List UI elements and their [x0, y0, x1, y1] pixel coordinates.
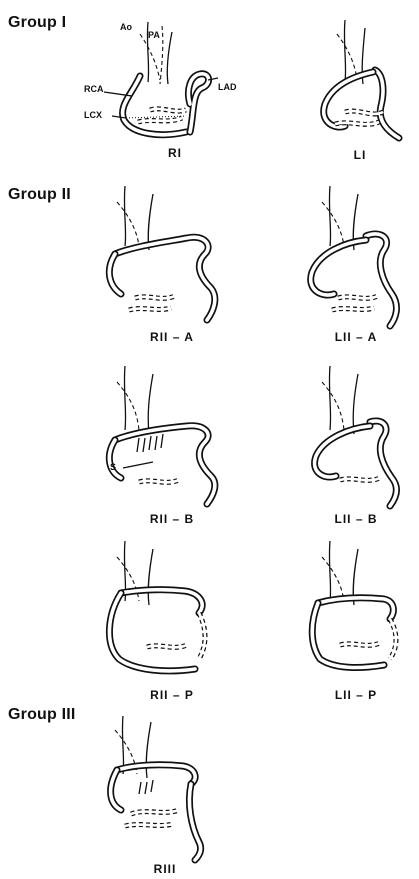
diagram-liia	[300, 180, 415, 330]
diagram-riii	[95, 712, 235, 862]
diagram-liib	[300, 360, 415, 510]
caption-ri: RI	[115, 146, 235, 160]
label-lad: LAD	[218, 82, 237, 92]
diagram-ri	[90, 14, 240, 144]
diagram-liip-drawing	[300, 535, 415, 685]
group-iii-label: Group III	[8, 706, 76, 724]
label-pa: PA	[148, 30, 160, 40]
diagram-li-drawing	[305, 14, 415, 144]
label-s: S	[110, 462, 116, 472]
caption-li: LI	[300, 148, 419, 162]
caption-liip: LII – P	[296, 688, 416, 702]
diagram-liib-drawing	[300, 360, 415, 510]
caption-riib: RII – B	[112, 512, 232, 526]
diagram-liia-drawing	[300, 180, 415, 330]
caption-liib: LII – B	[296, 512, 416, 526]
label-ao: Ao	[120, 22, 132, 32]
caption-riia: RII – A	[112, 330, 232, 344]
group-ii-label: Group II	[8, 186, 71, 204]
label-rca: RCA	[84, 84, 104, 94]
diagram-riib	[95, 360, 235, 510]
diagram-riip	[95, 535, 235, 685]
diagram-riib-drawing	[95, 360, 235, 510]
caption-liia: LII – A	[296, 330, 416, 344]
diagram-riii-drawing	[95, 712, 235, 862]
diagram-ri-drawing	[90, 14, 240, 144]
label-lcx: LCX	[84, 110, 102, 120]
diagram-riia	[95, 180, 235, 330]
diagram-riia-drawing	[95, 180, 235, 330]
group-i-label: Group I	[8, 14, 66, 32]
diagram-liip	[300, 535, 415, 685]
caption-riip: RII – P	[112, 688, 232, 702]
diagram-li	[305, 14, 415, 144]
diagram-riip-drawing	[95, 535, 235, 685]
caption-riii: RIII	[105, 862, 225, 876]
